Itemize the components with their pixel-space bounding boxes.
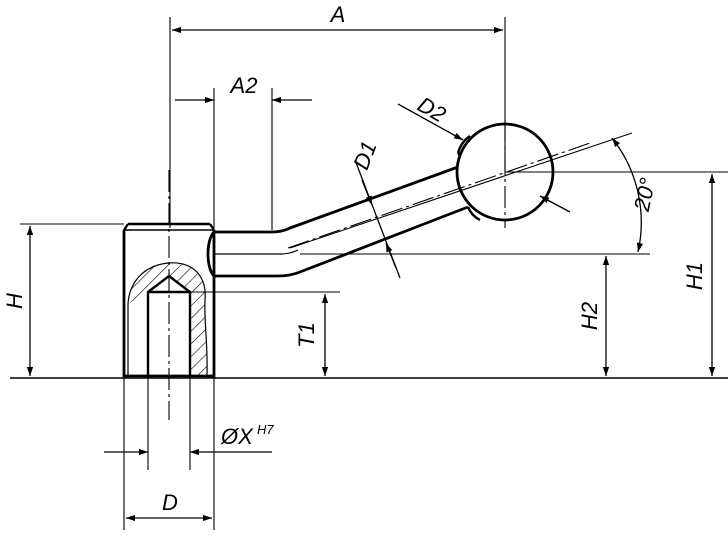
- lever-arm: [206, 152, 481, 278]
- label-A: A: [329, 2, 346, 27]
- label-H: H: [2, 293, 27, 309]
- label-X: ØX: [220, 424, 254, 449]
- angle-ref-line: [289, 132, 633, 249]
- dim-D2-leader: [397, 103, 464, 141]
- center-lines: [168, 120, 591, 420]
- label-angle: 20°: [629, 175, 661, 214]
- extension-lines: [20, 17, 506, 530]
- label-D1: D1: [348, 138, 381, 173]
- label-D: D: [162, 490, 178, 515]
- dimension-labels: A A2 H T1 H2 H1 D1 D2 20° D ØX H7: [2, 2, 707, 515]
- label-T1: T1: [294, 322, 319, 348]
- dimension-lines: [26, 26, 716, 522]
- label-A2: A2: [229, 73, 258, 98]
- label-D2: D2: [413, 92, 450, 128]
- label-H2: H2: [577, 302, 602, 330]
- section-hatch: [127, 262, 208, 377]
- label-H1: H1: [682, 262, 707, 290]
- dim-angle-arc: [611, 137, 644, 253]
- label-X-tol: H7: [257, 422, 274, 437]
